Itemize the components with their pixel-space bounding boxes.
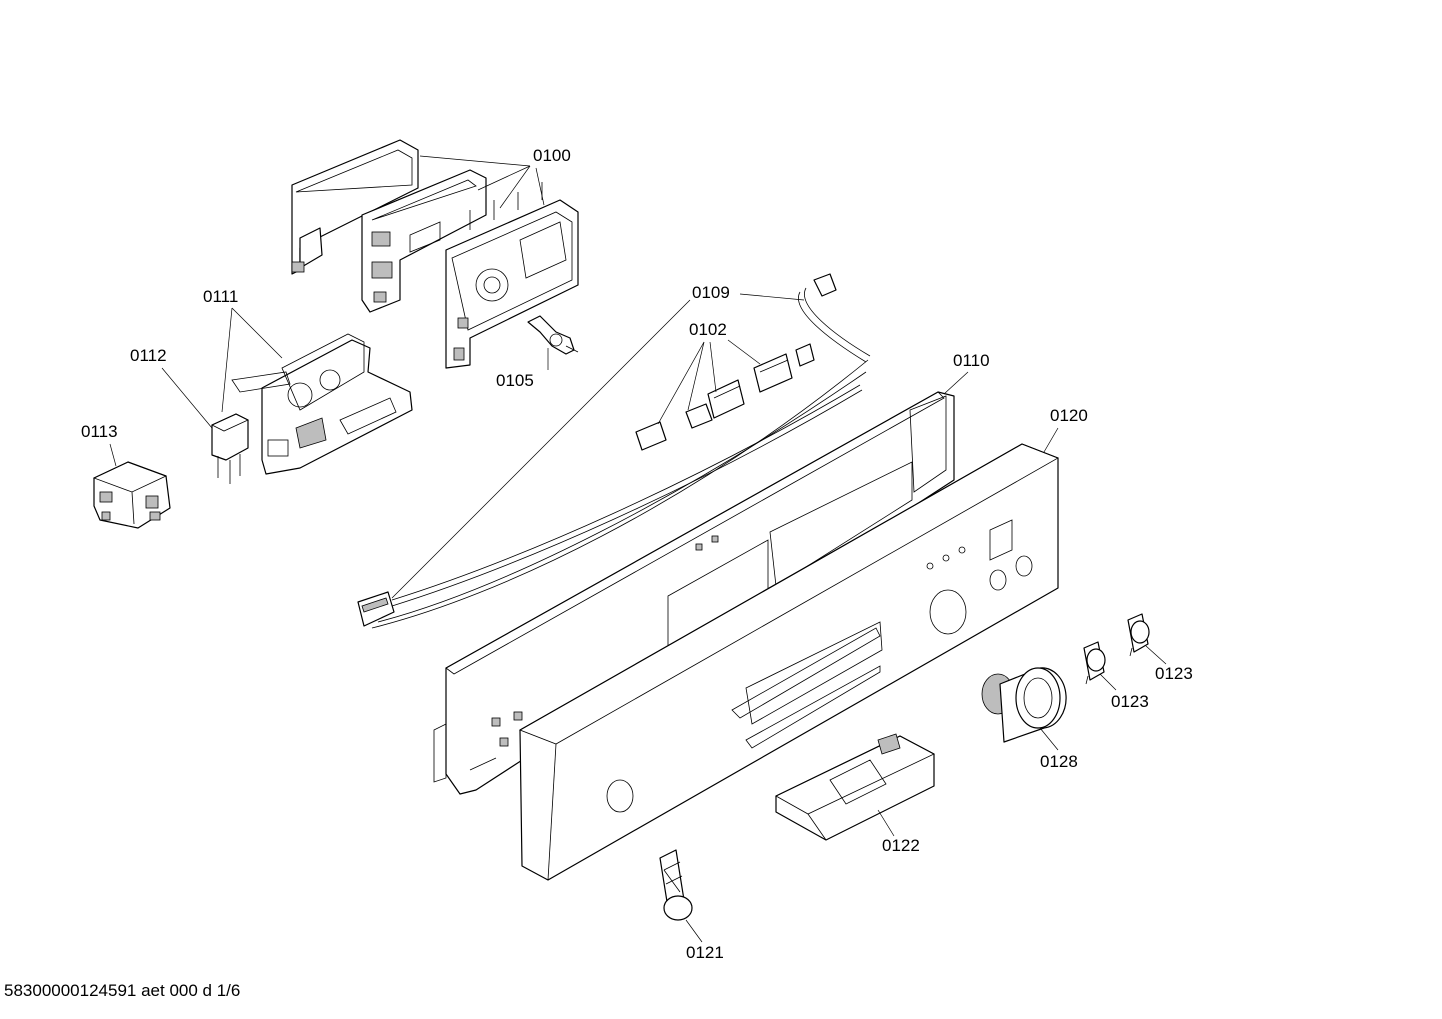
part-0122-handle-insert[interactable] <box>775 733 935 841</box>
label-0111: 0111 <box>203 287 238 306</box>
part-0123-button-left[interactable] <box>1083 641 1106 685</box>
part-0112-capacitor[interactable] <box>211 413 249 484</box>
label-0121: 0121 <box>686 943 724 962</box>
label-0123-left: 0123 <box>1111 692 1149 711</box>
part-0123-button-right[interactable] <box>1127 613 1150 657</box>
label-0128: 0128 <box>1040 752 1078 771</box>
label-0110: 0110 <box>953 351 990 370</box>
document-code: 58300000124591 aet 000 d 1/6 <box>4 981 241 1000</box>
label-0102: 0102 <box>689 320 727 339</box>
part-0128-rotary-knob[interactable] <box>981 667 1067 743</box>
part-0113-switch-block[interactable] <box>92 461 171 529</box>
part-0111-switch-assembly[interactable] <box>231 333 413 475</box>
part-0100-electronic-module[interactable] <box>291 139 579 369</box>
part-0102-connectors[interactable] <box>635 343 815 451</box>
part-0105-valve[interactable] <box>527 315 579 355</box>
label-0105: 0105 <box>496 371 534 390</box>
label-0109: 0109 <box>692 283 730 302</box>
label-0100: 0100 <box>533 146 571 165</box>
part-0120-front-panel[interactable] <box>519 443 1059 881</box>
label-0113: 0113 <box>81 422 118 441</box>
label-0123-right: 0123 <box>1155 664 1193 683</box>
part-0109-wiring-harness[interactable] <box>357 273 871 629</box>
label-0122: 0122 <box>882 836 920 855</box>
label-0112: 0112 <box>130 346 167 365</box>
part-labels: 0100 0111 0112 0113 0109 0102 0105 0110 … <box>81 146 1193 962</box>
leader-lines <box>109 155 1167 943</box>
label-0120: 0120 <box>1050 406 1088 425</box>
part-0121-latch-lever[interactable] <box>659 849 693 921</box>
